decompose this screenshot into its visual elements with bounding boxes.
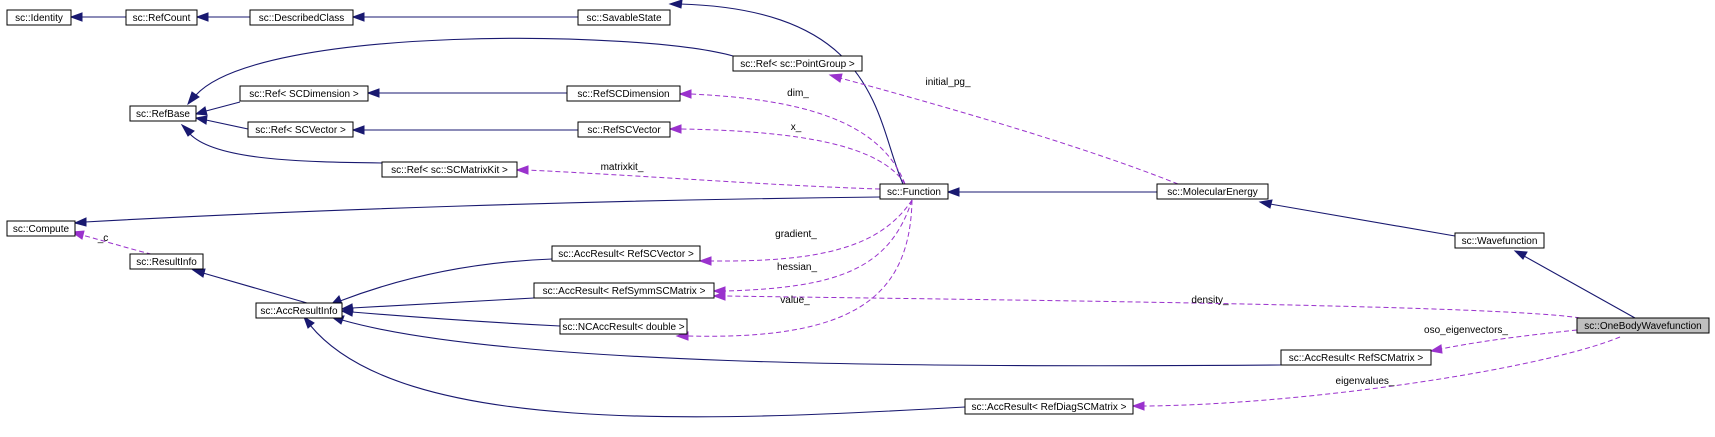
- edge-label-eigenvalues: eigenvalues_: [1336, 376, 1395, 387]
- inheritance-edges: [69, 0, 1636, 418]
- node-function[interactable]: sc::Function: [879, 183, 949, 200]
- edge-describedclass-to-refcount: [195, 12, 250, 22]
- node-ref-scmatrixkit[interactable]: sc::Ref< sc::SCMatrixKit >: [381, 161, 518, 178]
- edge-label-matrixkit: matrixkit_: [601, 162, 644, 173]
- edge-accresult-refsymmscmatrix-to-accresultinfo: [340, 297, 535, 313]
- node-resultinfo[interactable]: sc::ResultInfo: [129, 253, 204, 270]
- edge-onebodywavefunction-density: [712, 291, 1581, 319]
- edge-label-oso-eigenvectors: oso_eigenvectors_: [1424, 325, 1508, 336]
- node-describedclass-label: sc::DescribedClass: [259, 13, 345, 24]
- node-ref-scvector-label: sc::Ref< SCVector >: [255, 125, 346, 136]
- edge-label-dim: dim_: [787, 88, 809, 99]
- node-onebodywavefunction-label: sc::OneBodyWavefunction: [1584, 321, 1701, 332]
- edge-function-gradient: [698, 199, 913, 266]
- node-accresultinfo-label: sc::AccResultInfo: [260, 306, 338, 317]
- edge-molecularenergy-to-function: [946, 187, 1157, 197]
- node-describedclass[interactable]: sc::DescribedClass: [249, 9, 354, 26]
- node-refbase-label: sc::RefBase: [136, 109, 190, 120]
- node-accresult-refscvector-label: sc::AccResult< RefSCVector >: [558, 249, 694, 260]
- edge-label-c: _c: [97, 233, 109, 244]
- edge-label-hessian: hessian_: [777, 262, 817, 273]
- edge-ncaccresult-to-accresultinfo: [340, 307, 561, 327]
- node-wavefunction-label: sc::Wavefunction: [1462, 236, 1538, 247]
- node-molecularenergy-label: sc::MolecularEnergy: [1167, 187, 1258, 198]
- node-refcount-label: sc::RefCount: [133, 13, 191, 24]
- nodes: sc::Identity sc::RefCount sc::DescribedC…: [6, 9, 1710, 415]
- edge-refscvector-to-ref-scvector: [351, 125, 578, 135]
- node-wavefunction[interactable]: sc::Wavefunction: [1454, 232, 1545, 249]
- node-function-label: sc::Function: [887, 187, 941, 198]
- edge-accresult-refdiagscmatrix-to-accresultinfo: [303, 315, 966, 418]
- edge-savablestate-to-describedclass: [351, 12, 578, 22]
- node-accresult-refdiagscmatrix[interactable]: sc::AccResult< RefDiagSCMatrix >: [964, 398, 1134, 415]
- node-accresult-refdiagscmatrix-label: sc::AccResult< RefDiagSCMatrix >: [971, 402, 1126, 413]
- node-accresult-refsymmscmatrix[interactable]: sc::AccResult< RefSymmSCMatrix >: [533, 282, 715, 299]
- edge-labels: initial_pg_ dim_ x_ matrixkit_ _c gradie…: [97, 77, 1509, 387]
- edge-function-matrixkit: [515, 165, 881, 190]
- node-identity[interactable]: sc::Identity: [6, 9, 72, 26]
- node-ncaccresult-double-label: sc::NCAccResult< double >: [562, 322, 684, 333]
- edge-refcount-to-identity: [69, 12, 126, 22]
- node-refscvector[interactable]: sc::RefSCVector: [577, 121, 671, 138]
- node-identity-label: sc::Identity: [15, 13, 63, 24]
- node-ncaccresult-double[interactable]: sc::NCAccResult< double >: [559, 318, 688, 335]
- node-savablestate-label: sc::SavableState: [586, 13, 661, 24]
- node-compute[interactable]: sc::Compute: [6, 220, 76, 237]
- edge-refscdimension-to-ref-scdimension: [366, 88, 567, 98]
- edge-function-x: [668, 124, 906, 185]
- node-refcount[interactable]: sc::RefCount: [125, 9, 198, 26]
- edge-function-hessian: [712, 199, 913, 296]
- edge-label-value: value_: [780, 295, 810, 306]
- edge-ref-pointgroup-to-refbase: [187, 37, 734, 106]
- edge-onebodywavefunction-to-wavefunction: [1513, 250, 1636, 319]
- node-refbase[interactable]: sc::RefBase: [129, 105, 197, 122]
- edge-label-gradient: gradient_: [775, 229, 817, 240]
- edge-molecularenergy-initial-pg: [828, 73, 1179, 185]
- edge-ref-scdimension-to-refbase: [194, 101, 241, 116]
- node-accresultinfo[interactable]: sc::AccResultInfo: [255, 302, 343, 319]
- edge-accresultinfo-to-resultinfo: [191, 268, 308, 304]
- node-ref-scdimension-label: sc::Ref< SCDimension >: [249, 89, 359, 100]
- edge-function-to-compute: [73, 196, 881, 227]
- node-compute-label: sc::Compute: [13, 224, 70, 235]
- edge-onebodywavefunction-eigenvalues: [1131, 336, 1621, 411]
- edge-ref-scvector-to-refbase: [194, 115, 249, 130]
- node-refscdimension-label: sc::RefSCDimension: [577, 89, 669, 100]
- edge-function-dim: [678, 89, 906, 185]
- edge-label-x: x_: [791, 122, 802, 133]
- node-ref-scdimension[interactable]: sc::Ref< SCDimension >: [239, 85, 369, 102]
- node-accresult-refscmatrix[interactable]: sc::AccResult< RefSCMatrix >: [1280, 349, 1432, 366]
- node-accresult-refscvector[interactable]: sc::AccResult< RefSCVector >: [551, 245, 701, 262]
- node-ref-scmatrixkit-label: sc::Ref< sc::SCMatrixKit >: [391, 165, 508, 176]
- edge-wavefunction-to-molecularenergy: [1258, 199, 1456, 237]
- edge-accresult-refscmatrix-to-accresultinfo: [330, 315, 1282, 367]
- edge-onebodywavefunction-oso-eigenvectors: [1429, 329, 1578, 354]
- node-accresult-refscmatrix-label: sc::AccResult< RefSCMatrix >: [1289, 353, 1424, 364]
- edge-label-initial-pg: initial_pg_: [925, 77, 970, 88]
- edge-ref-scmatrixkit-to-refbase: [180, 123, 383, 164]
- edge-function-to-savablestate: [668, 0, 904, 185]
- node-resultinfo-label: sc::ResultInfo: [136, 257, 197, 268]
- node-savablestate[interactable]: sc::SavableState: [577, 9, 671, 26]
- node-ref-scvector[interactable]: sc::Ref< SCVector >: [247, 121, 354, 138]
- node-onebodywavefunction[interactable]: sc::OneBodyWavefunction: [1576, 317, 1710, 334]
- edge-label-density: density_: [1191, 295, 1229, 306]
- node-molecularenergy[interactable]: sc::MolecularEnergy: [1156, 183, 1269, 200]
- node-ref-pointgroup-label: sc::Ref< sc::PointGroup >: [740, 59, 855, 70]
- node-refscdimension[interactable]: sc::RefSCDimension: [566, 85, 681, 102]
- node-refscvector-label: sc::RefSCVector: [587, 125, 661, 136]
- node-accresult-refsymmscmatrix-label: sc::AccResult< RefSymmSCMatrix >: [543, 286, 706, 297]
- node-ref-pointgroup[interactable]: sc::Ref< sc::PointGroup >: [732, 55, 863, 72]
- edge-accresult-refscvector-to-accresultinfo: [329, 258, 553, 306]
